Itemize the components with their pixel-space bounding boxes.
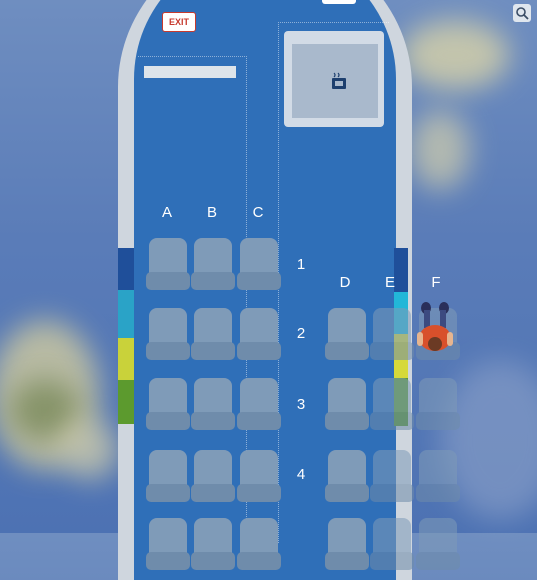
row-label-1: 1 [296, 256, 306, 273]
row-label-4: 4 [296, 466, 306, 483]
seat-3d[interactable] [325, 378, 369, 430]
seat-1b[interactable] [191, 238, 235, 290]
seat-1a[interactable] [146, 238, 190, 290]
seat-3f[interactable] [416, 378, 460, 430]
magnify-icon[interactable] [513, 4, 531, 22]
seat-5e[interactable] [370, 518, 414, 570]
seat-4e[interactable] [370, 450, 414, 502]
coffee-maker-icon [330, 72, 350, 90]
column-label-b: B [206, 204, 217, 221]
seat-5f[interactable] [416, 518, 460, 570]
column-label-c: C [252, 204, 264, 221]
floor-guide [138, 56, 247, 537]
seat-2b[interactable] [191, 308, 235, 360]
seat-3c[interactable] [237, 378, 281, 430]
window-strip [118, 290, 134, 338]
passenger-icon [414, 300, 464, 360]
seat-2a[interactable] [146, 308, 190, 360]
background-land [60, 420, 120, 480]
window-strip [118, 338, 134, 380]
seat-2e[interactable] [370, 308, 414, 360]
seat-3e[interactable] [370, 378, 414, 430]
column-label-d: D [339, 274, 351, 291]
seat-1c[interactable] [237, 238, 281, 290]
seat-4f[interactable] [416, 450, 460, 502]
seat-5b[interactable] [191, 518, 235, 570]
window-strip [118, 248, 134, 290]
seat-3a[interactable] [146, 378, 190, 430]
seat-5a[interactable] [146, 518, 190, 570]
seat-4a[interactable] [146, 450, 190, 502]
seat-2c[interactable] [237, 308, 281, 360]
seat-4b[interactable] [191, 450, 235, 502]
column-label-e: E [384, 274, 395, 291]
background-cloud [410, 110, 470, 190]
seat-4d[interactable] [325, 450, 369, 502]
window-strip [118, 380, 134, 424]
seat-4c[interactable] [237, 450, 281, 502]
row-label-3: 3 [296, 396, 306, 413]
window-strip [394, 248, 408, 292]
seat-5d[interactable] [325, 518, 369, 570]
seat-5c[interactable] [237, 518, 281, 570]
exit-sign: EXIT [162, 12, 196, 32]
background-cloud [400, 20, 510, 90]
cabin-top-fixture [322, 0, 356, 4]
bulkhead [144, 66, 236, 78]
row-label-2: 2 [296, 325, 306, 342]
seat-3b[interactable] [191, 378, 235, 430]
seat-2d[interactable] [325, 308, 369, 360]
column-label-f: F [431, 274, 441, 291]
column-label-a: A [161, 204, 172, 221]
